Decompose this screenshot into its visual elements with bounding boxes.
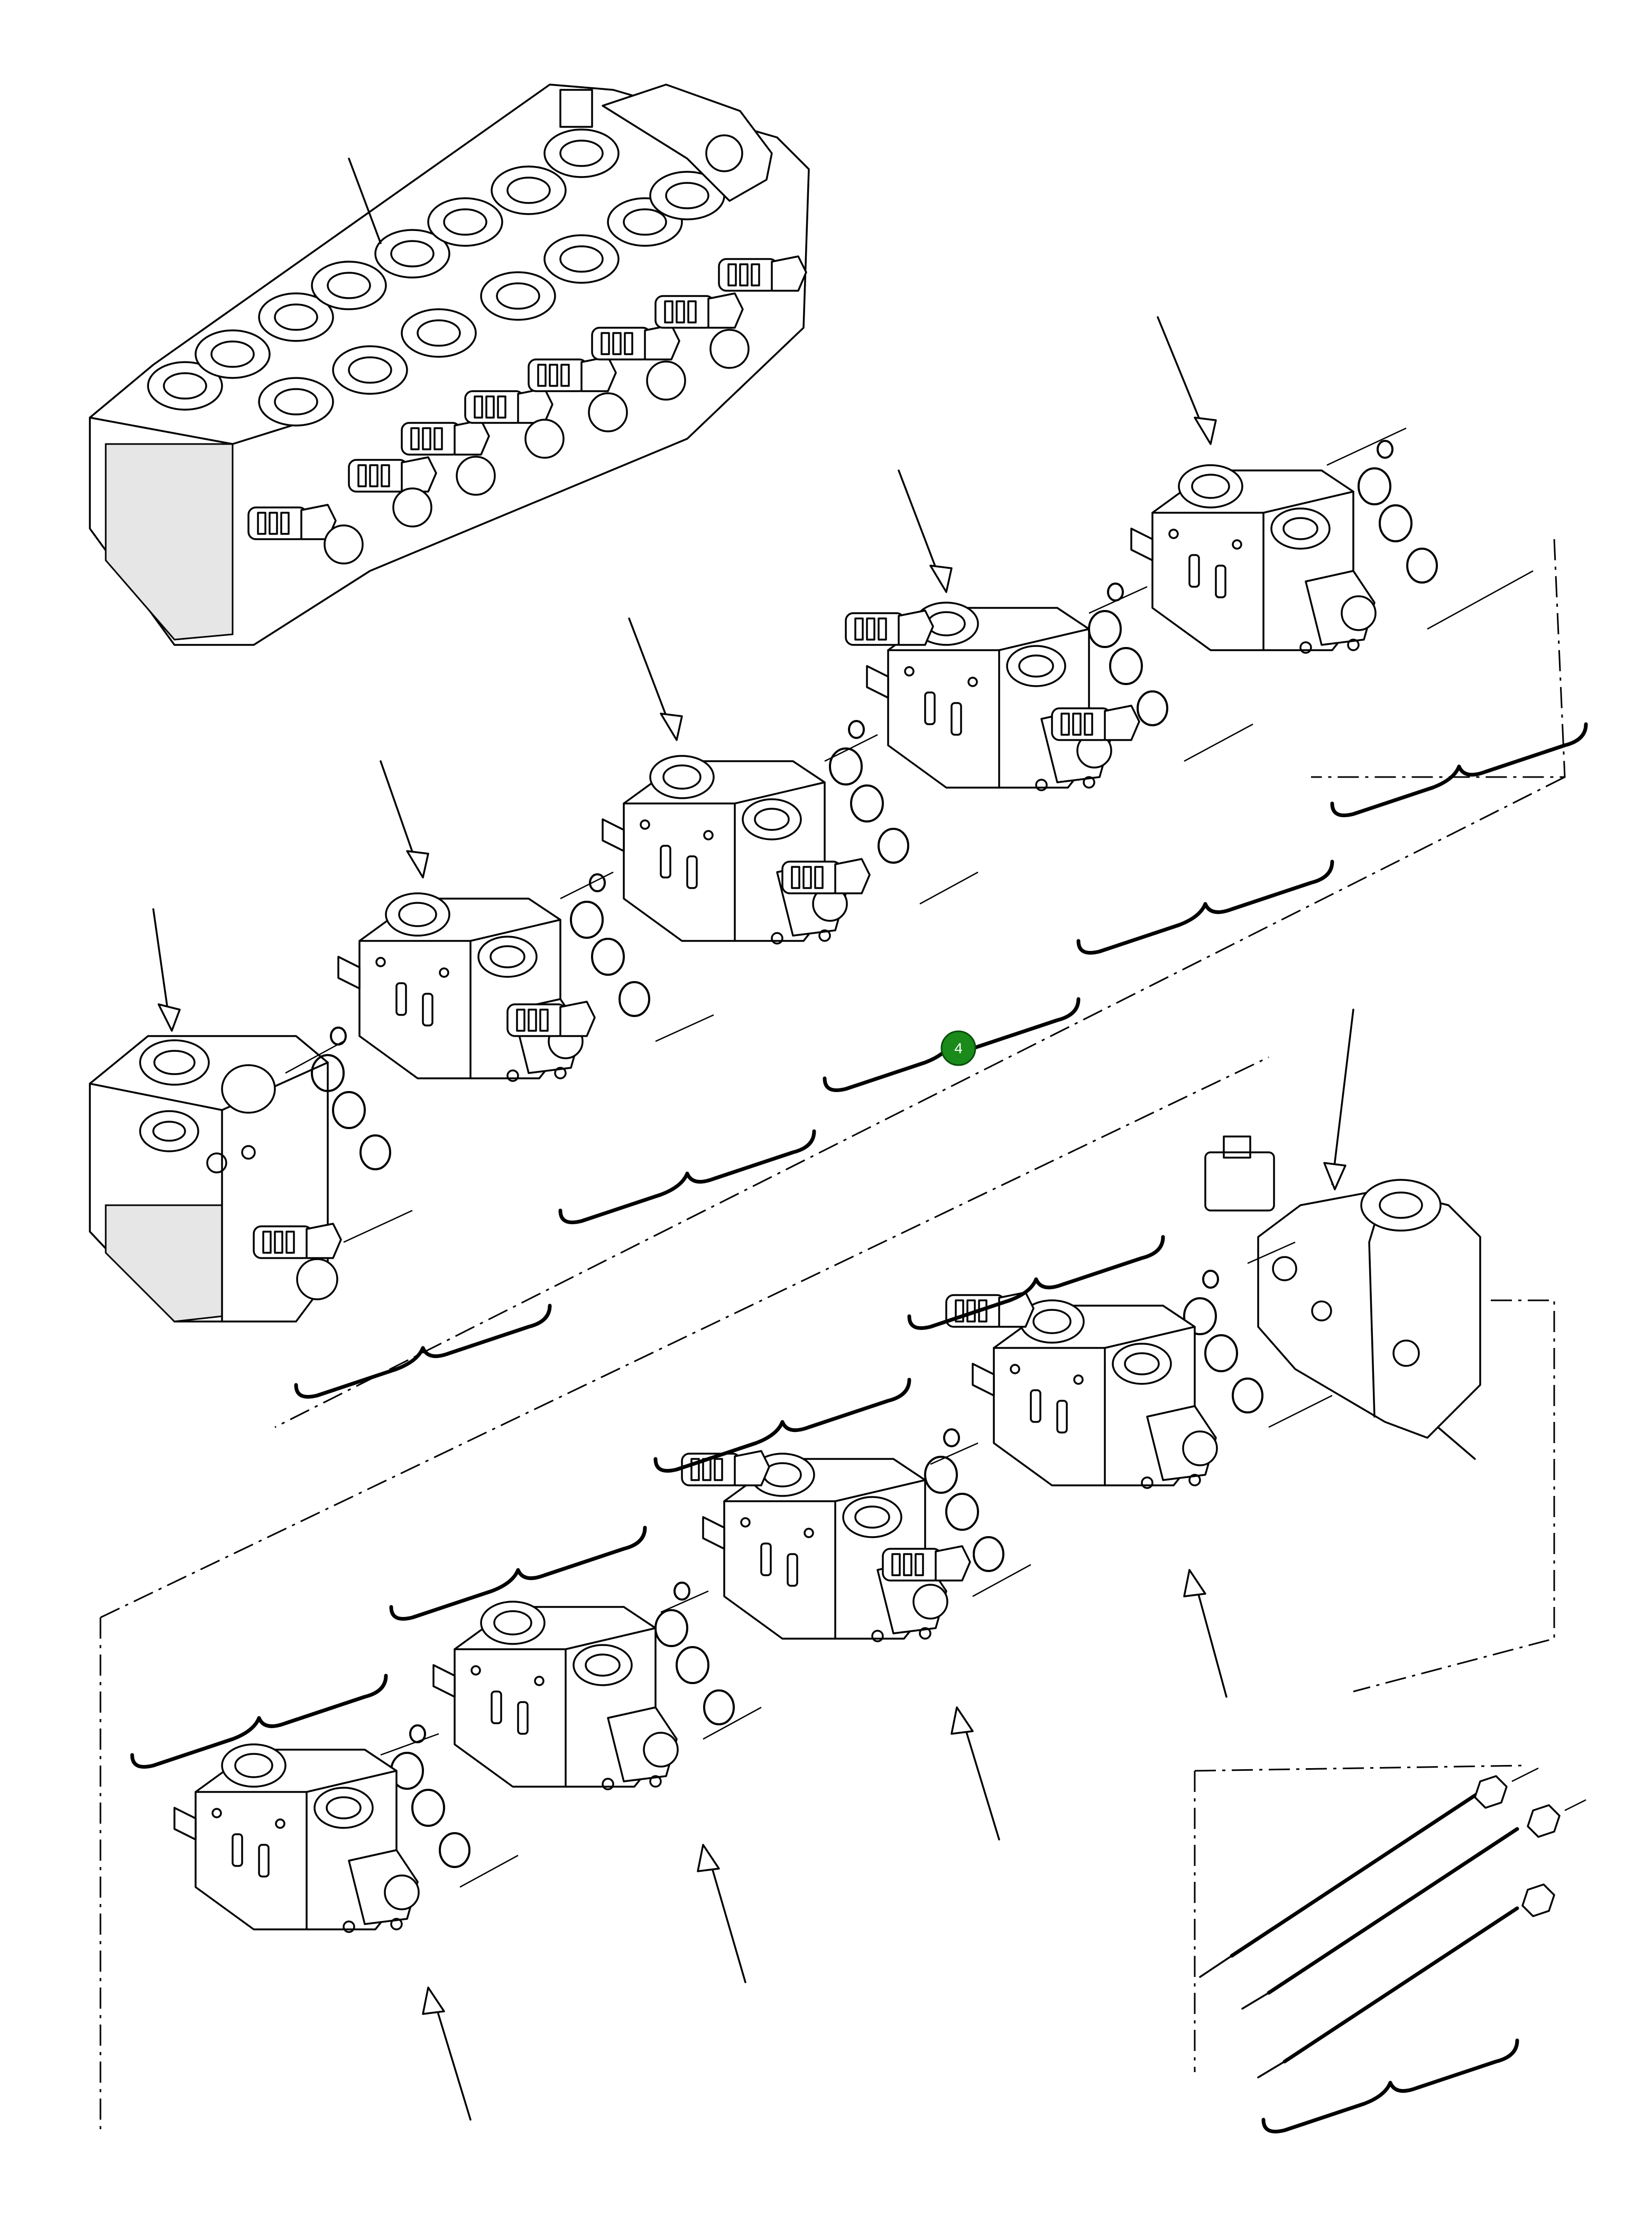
section-2 (602, 755, 871, 945)
section-8 (173, 1743, 420, 1933)
nut (1474, 1775, 1561, 1917)
exploded-row-upper (89, 316, 1586, 1397)
callout-4[interactable]: 4 (940, 1030, 976, 1066)
callout-4-label: 4 (954, 1040, 963, 1057)
stack-spool-caps (247, 255, 807, 565)
section-3 (845, 602, 1140, 791)
section-7 (432, 1601, 679, 1790)
section-1 (337, 892, 596, 1082)
stack-ports (147, 128, 725, 427)
outlet-section (1204, 1009, 1481, 1460)
exploded-row-lower (132, 1009, 1481, 2121)
inlet-section (89, 908, 342, 1323)
section-6 (681, 1450, 971, 1642)
assembled-valve-stack (89, 84, 810, 646)
section-5 (945, 1291, 1218, 1489)
tie-rod-set (1199, 1767, 1586, 2132)
dashed-boundaries (99, 539, 1566, 2130)
section-4 (1130, 464, 1377, 654)
